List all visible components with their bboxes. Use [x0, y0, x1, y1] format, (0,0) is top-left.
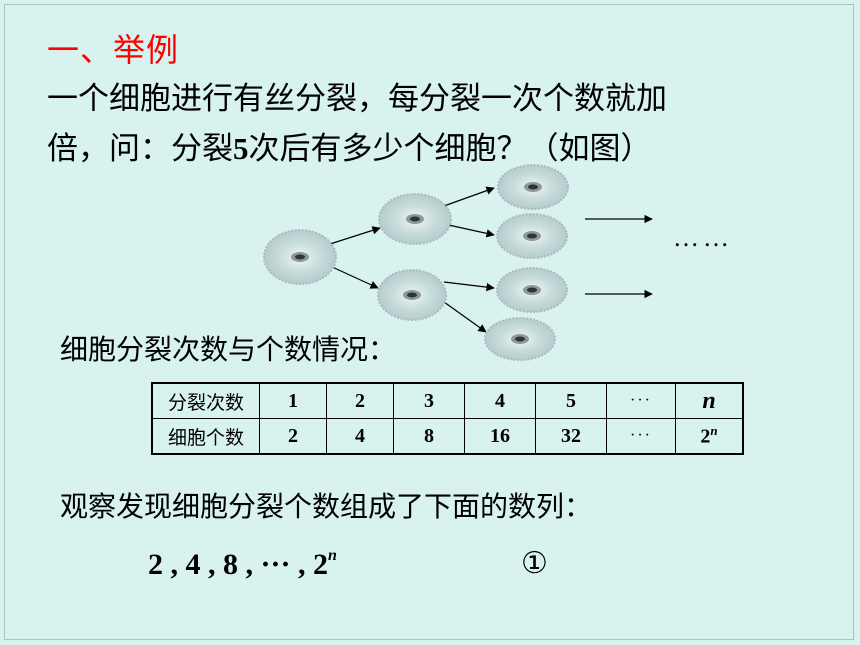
- table-cell-power: 2n: [675, 418, 744, 455]
- observation-text: 观察发现细胞分裂个数组成了下面的数列：: [60, 490, 593, 523]
- equation-marker: ①: [521, 546, 548, 581]
- table-cell: 3: [393, 382, 465, 419]
- table-header-divisions: 分裂次数: [151, 382, 260, 419]
- table-cell: 4: [464, 382, 536, 419]
- problem-line-2-part-b: 次后有多少个细胞？（如图）: [248, 131, 652, 167]
- table-row-divisions: 分裂次数 1 2 3 4 5 ··· n: [151, 382, 744, 419]
- table-cell: 1: [259, 382, 327, 419]
- table-cell: ···: [606, 382, 676, 419]
- table-cell: 5: [535, 382, 607, 419]
- table-cell: 4: [326, 418, 394, 455]
- cell-generation-2: [484, 164, 569, 361]
- problem-number: 5: [233, 131, 249, 166]
- power-exponent: n: [710, 423, 718, 439]
- division-arrows: [329, 186, 653, 333]
- power-base: 2: [700, 425, 711, 448]
- cell-generation-1: [377, 193, 452, 321]
- sequence-terms: 2 , 4 , 8 , ··· , 2: [148, 548, 329, 581]
- table-cell: 2: [326, 382, 394, 419]
- sequence-formula: 2 , 4 , 8 , ··· , 2n: [148, 547, 337, 582]
- table-cell: 16: [464, 418, 536, 455]
- section-title: 一、举例: [47, 31, 180, 69]
- slide-frame: [4, 4, 854, 640]
- table-cell: n: [675, 382, 744, 419]
- cell-generation-0: [263, 229, 337, 285]
- table-cell: 2: [259, 418, 327, 455]
- division-table: 分裂次数 1 2 3 4 5 ··· n 细胞个数 2 4 8 16 32 ··…: [151, 382, 744, 455]
- problem-line-2: 倍，问：分裂5次后有多少个细胞？（如图）: [47, 124, 747, 174]
- table-caption: 细胞分裂次数与个数情况：: [60, 333, 397, 366]
- table-header-counts: 细胞个数: [151, 418, 260, 455]
- table-row-counts: 细胞个数 2 4 8 16 32 ··· 2n: [151, 418, 744, 455]
- problem-line-1: 一个细胞进行有丝分裂，每分裂一次个数就加: [47, 81, 667, 117]
- table-cell: ···: [606, 418, 676, 455]
- continuation-ellipsis: ……: [673, 223, 733, 252]
- sequence-exponent: n: [328, 547, 337, 564]
- table-cell: 32: [535, 418, 607, 455]
- problem-line-2-part-a: 倍，问：分裂: [47, 131, 233, 167]
- table-cell: 8: [393, 418, 465, 455]
- cell-division-diagram: [263, 164, 653, 361]
